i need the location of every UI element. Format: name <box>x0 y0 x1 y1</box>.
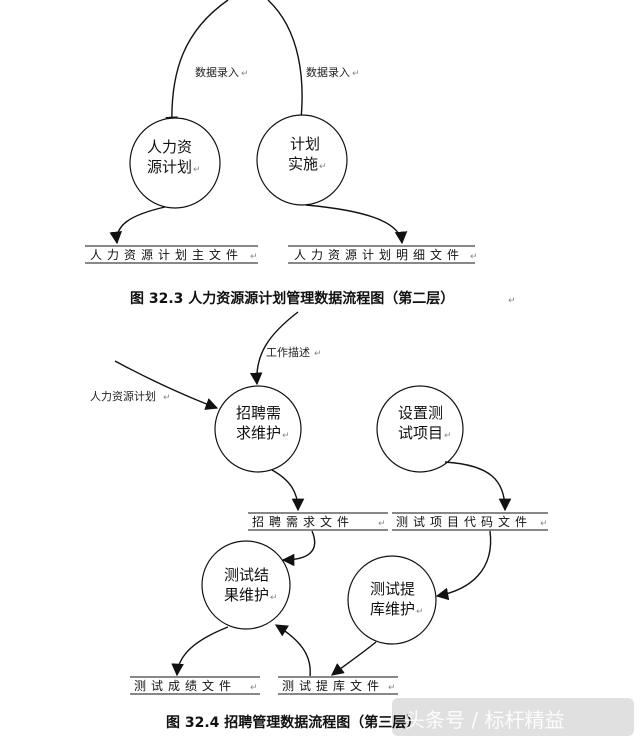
return-mark: ↵ <box>250 683 258 693</box>
flow-label-hr-plan: 人力资源计划 <box>90 389 156 403</box>
process-test-bank-line2: 库维护 <box>370 600 415 618</box>
figure-32-3-caption: 图 32.3 人力资源源计划管理数据流程图（第二层） <box>130 290 454 307</box>
flow-to-detail-file <box>305 204 408 245</box>
return-mark: ↵ <box>314 349 322 359</box>
return-mark: ↵ <box>444 431 452 441</box>
process-plan-impl-line2: 实施 <box>288 155 318 173</box>
watermark-text: 头条号 / 标杆精益 <box>405 708 564 732</box>
return-mark: ↵ <box>416 607 424 617</box>
return-mark: ↵ <box>270 593 278 603</box>
store-detail-file: 人力资源计划明细文件 <box>294 247 464 262</box>
store-recruit-file: 招聘需求文件 <box>252 514 354 529</box>
process-recruit-line1: 招聘需 <box>236 404 281 422</box>
return-mark: ↵ <box>388 683 396 693</box>
process-plan-impl <box>256 114 348 206</box>
flow-to-test-code-file <box>444 461 512 512</box>
flow-label-job-description: 工作描述 <box>266 345 310 359</box>
return-mark: ↵ <box>352 69 360 79</box>
return-mark: ↵ <box>319 162 327 172</box>
flow-label-data-entry-left: 数据录入 <box>195 65 239 79</box>
return-mark: ↵ <box>470 252 478 262</box>
return-mark: ↵ <box>193 165 201 175</box>
watermark: 头条号 / 标杆精益 <box>392 698 634 736</box>
return-mark: ↵ <box>163 393 171 403</box>
flow-data-entry-right <box>267 0 308 130</box>
store-bank-file: 测试提库文件 <box>282 678 384 693</box>
return-mark: ↵ <box>508 296 516 306</box>
process-test-result <box>201 540 291 630</box>
flow-job-description <box>249 311 299 386</box>
return-mark: ↵ <box>241 69 249 79</box>
watermark-shadow <box>392 698 634 736</box>
flow-data-entry-left <box>165 0 229 130</box>
process-test-bank-line1: 测试提 <box>370 580 415 598</box>
store-test-code-file: 测试项目代码文件 <box>396 514 532 529</box>
flow-to-recruit-file <box>271 469 305 512</box>
flow-to-main-file <box>109 206 166 245</box>
process-plan-impl-line1: 计划 <box>290 135 320 153</box>
return-mark: ↵ <box>540 519 548 529</box>
flow-to-bank-file <box>331 641 377 676</box>
figure-32-3: 数据录入 ↵ 数据录入 ↵ 人力资 源计划 ↵ 计划 实施 ↵ 人力资源计划主文… <box>85 0 516 307</box>
return-mark: ↵ <box>282 431 290 441</box>
figure-32-4-caption: 图 32.4 招聘管理数据流程图（第三层） <box>166 714 420 731</box>
process-test-result-line2: 果维护 <box>224 586 269 604</box>
process-test-setup-line2: 试项目 <box>398 424 443 442</box>
flow-bank-file-to-result <box>274 624 311 677</box>
return-mark: ↵ <box>250 252 258 262</box>
flow-hr-plan-input <box>114 360 219 410</box>
flow-code-file-to-bank <box>435 530 492 601</box>
process-hr-plan-line2: 源计划 <box>147 158 192 176</box>
flow-recruit-file-to-result <box>281 530 316 567</box>
store-main-file: 人力资源计划主文件 <box>90 247 243 262</box>
figure-32-4: 工作描述 ↵ 人力资源计划 ↵ 招聘需 求维护 ↵ 设置测 试项目 ↵ 测试结 … <box>90 311 548 731</box>
process-hr-plan <box>129 117 221 209</box>
process-test-result-line1: 测试结 <box>224 566 269 584</box>
process-test-setup-line1: 设置测 <box>398 404 443 422</box>
process-recruit-line2: 求维护 <box>236 424 281 442</box>
store-score-file: 测试成绩文件 <box>134 678 236 693</box>
flow-label-data-entry-right: 数据录入 <box>306 65 350 79</box>
return-mark: ↵ <box>378 519 386 529</box>
flow-to-score-file <box>171 626 229 677</box>
process-test-setup <box>376 385 464 473</box>
process-recruit-requirement <box>214 385 302 473</box>
process-hr-plan-line1: 人力资 <box>147 138 192 156</box>
